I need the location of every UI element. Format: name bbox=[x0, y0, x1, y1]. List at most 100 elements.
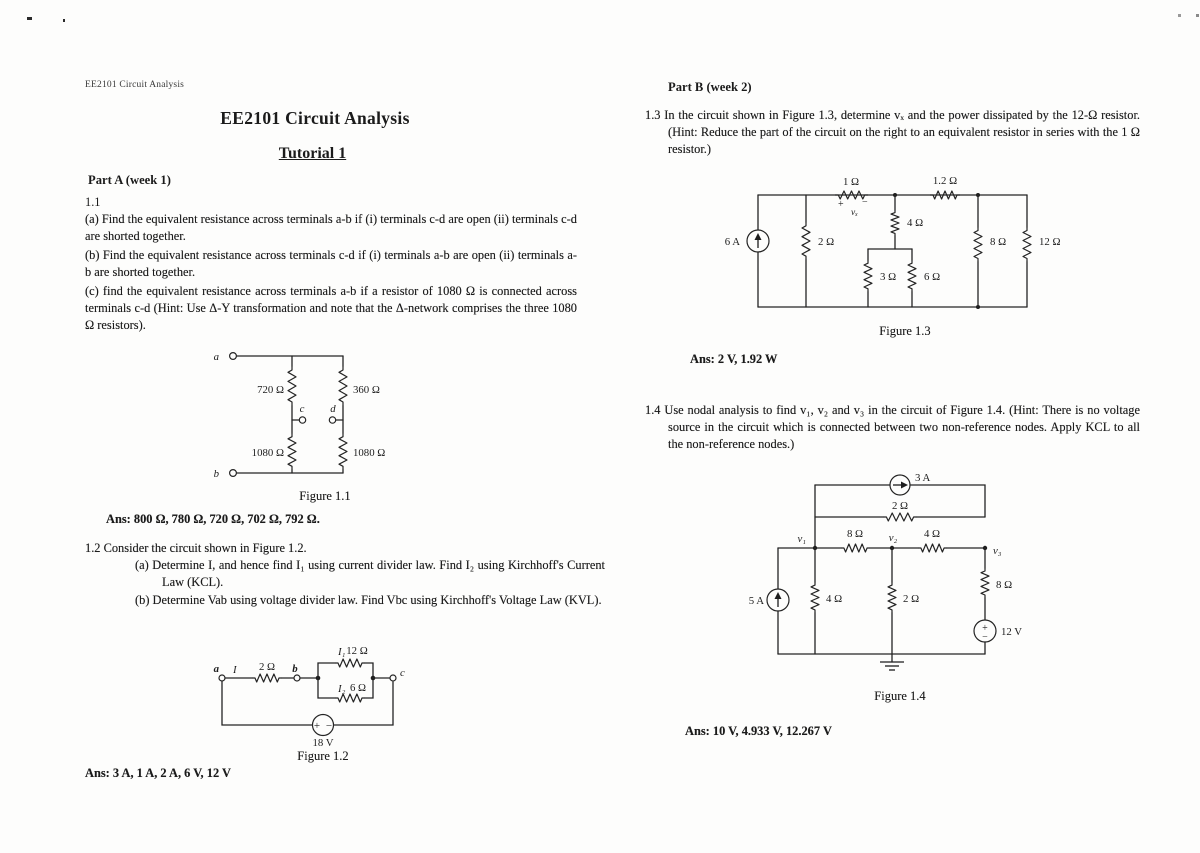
resistor-2 bbox=[801, 222, 811, 260]
terminal-a bbox=[229, 351, 238, 361]
terminal-b bbox=[229, 468, 238, 477]
figure-1-2-circuit: a I 2 Ω b I₁ 12 Ω I₂ 6 Ω c + − 18 V bbox=[214, 645, 405, 749]
fig14-label-v2: v₂ bbox=[889, 532, 898, 544]
minus-sign: − bbox=[982, 632, 988, 643]
resistor-1 bbox=[835, 190, 868, 200]
fig13-label-vx: vₓ bbox=[851, 208, 858, 218]
figure-1-4-caption: Figure 1.4 bbox=[874, 689, 926, 703]
fig12-label-6: 6 Ω bbox=[350, 682, 366, 694]
question-1-2-lead: 1.2 Consider the circuit shown in Figure… bbox=[85, 541, 307, 555]
fig11-label-1080-left: 1080 Ω bbox=[252, 447, 284, 459]
fig14-label-5a: 5 A bbox=[749, 595, 765, 607]
fig11-label-360: 360 Ω bbox=[353, 384, 380, 396]
question-1-1b: (b) Find the equivalent resistance acros… bbox=[85, 248, 577, 279]
fig11-label-c: c bbox=[300, 403, 305, 415]
resistor-6 bbox=[335, 693, 365, 703]
terminal-c bbox=[389, 674, 397, 682]
fig12-label-i1: I₁ bbox=[337, 646, 346, 658]
fig13-label-4: 4 Ω bbox=[907, 217, 923, 229]
fig12-label-i2: I₂ bbox=[337, 683, 346, 695]
question-1-1-number: 1.1 bbox=[85, 195, 101, 209]
figure-1-3-caption: Figure 1.3 bbox=[879, 324, 931, 338]
fig13-label-8: 8 Ω bbox=[990, 236, 1006, 248]
resistor-4-v bbox=[810, 582, 820, 613]
resistor-2-top bbox=[883, 512, 917, 522]
voltage-source-18v bbox=[311, 713, 335, 737]
fig13-label-6a: 6 A bbox=[725, 236, 741, 248]
fig14-label-v3: v₃ bbox=[993, 545, 1002, 557]
fig14-label-v1: v₁ bbox=[797, 533, 806, 545]
fig12-label-c: c bbox=[400, 667, 405, 679]
question-1-1c: (c) find the equivalent resistance acros… bbox=[85, 284, 577, 332]
resistor-720 bbox=[287, 366, 297, 406]
terminal-b bbox=[293, 674, 301, 682]
page-title: EE2101 Circuit Analysis bbox=[220, 108, 410, 128]
figure-1-1-circuit: a b c 720 Ω 1080 Ω d 360 Ω 1080 Ω bbox=[214, 351, 386, 480]
resistor-1-2 bbox=[930, 190, 960, 200]
fig13-label-3: 3 Ω bbox=[880, 271, 896, 283]
fig13-label-6: 6 Ω bbox=[924, 271, 940, 283]
minus-sign: − bbox=[326, 720, 332, 732]
figure-1-3-circuit: 6 A 2 Ω 1 Ω + vₓ − 4 Ω 3 Ω 6 Ω 1.2 Ω bbox=[725, 175, 1061, 309]
resistor-8-v bbox=[980, 568, 990, 598]
fig14-label-4v: 4 Ω bbox=[826, 593, 842, 605]
question-1-1a: (a) Find the equivalent resistance acros… bbox=[85, 212, 577, 243]
figure-1-1-caption: Figure 1.1 bbox=[299, 489, 351, 503]
fig14-label-4h: 4 Ω bbox=[924, 528, 940, 540]
vx-minus: − bbox=[862, 197, 868, 208]
fig12-label-18v: 18 V bbox=[312, 737, 333, 749]
fig13-label-12: 12 Ω bbox=[1039, 236, 1061, 248]
answer-1-1: Ans: 800 Ω, 780 Ω, 720 Ω, 702 Ω, 792 Ω. bbox=[106, 512, 320, 526]
answer-1-3: Ans: 2 V, 1.92 W bbox=[690, 352, 778, 366]
question-1-2b: (b) Determine Vab using voltage divider … bbox=[135, 593, 602, 607]
resistor-1080-right bbox=[338, 433, 348, 470]
question-1-4: 1.4 Use nodal analysis to find v₁, v₂ an… bbox=[645, 403, 1140, 451]
question-1-2a: (a) Determine I, and hence find I₁ using… bbox=[135, 558, 605, 589]
answer-1-4: Ans: 10 V, 4.933 V, 12.267 V bbox=[685, 724, 832, 738]
figure-1-2-caption: Figure 1.2 bbox=[297, 749, 349, 763]
fig12-label-12: 12 Ω bbox=[346, 645, 368, 657]
plus-sign: + bbox=[314, 720, 320, 732]
vx-plus: + bbox=[838, 199, 844, 210]
fig11-label-a: a bbox=[214, 351, 219, 363]
fig13-label-1: 1 Ω bbox=[843, 176, 859, 188]
figure-1-4-circuit: 3 A 2 Ω v₁ 8 Ω v₂ 4 Ω v₃ 5 A 4 Ω bbox=[749, 472, 1022, 671]
fig11-label-1080-right: 1080 Ω bbox=[353, 447, 385, 459]
fig14-label-3a: 3 A bbox=[915, 472, 931, 484]
question-1-3: 1.3 In the circuit shown in Figure 1.3, … bbox=[645, 108, 1140, 156]
fig12-label-2: 2 Ω bbox=[259, 661, 275, 673]
fig14-label-12v: 12 V bbox=[1001, 626, 1022, 638]
scan-speck bbox=[63, 19, 65, 22]
fig13-label-1-2: 1.2 Ω bbox=[933, 175, 957, 187]
resistor-2-v bbox=[887, 582, 897, 613]
resistor-2 bbox=[252, 673, 282, 683]
resistor-360 bbox=[338, 366, 348, 406]
scan-speck bbox=[27, 17, 32, 20]
fig14-label-8v: 8 Ω bbox=[996, 579, 1012, 591]
resistor-8-h bbox=[841, 543, 870, 553]
resistor-12 bbox=[1022, 227, 1032, 262]
terminal-a bbox=[218, 674, 226, 682]
running-header: EE2101 Circuit Analysis bbox=[85, 80, 185, 90]
fig11-label-d: d bbox=[330, 403, 336, 415]
resistor-8 bbox=[973, 227, 983, 262]
part-a-heading: Part A (week 1) bbox=[88, 173, 171, 187]
fig12-label-b: b bbox=[292, 663, 298, 675]
resistor-1080-left bbox=[287, 433, 297, 470]
resistor-3 bbox=[863, 260, 873, 292]
scan-speck bbox=[1178, 14, 1181, 17]
fig14-label-2v: 2 Ω bbox=[903, 593, 919, 605]
resistor-4-h bbox=[918, 543, 947, 553]
terminal-d bbox=[328, 416, 337, 424]
fig12-label-a: a bbox=[214, 663, 220, 675]
fig14-label-2-top: 2 Ω bbox=[892, 500, 908, 512]
answer-1-2: Ans: 3 A, 1 A, 2 A, 6 V, 12 V bbox=[85, 766, 231, 780]
resistor-12 bbox=[335, 658, 365, 668]
part-b-heading: Part B (week 2) bbox=[668, 80, 752, 94]
resistor-6 bbox=[907, 260, 917, 292]
fig11-label-b: b bbox=[214, 468, 220, 480]
fig13-label-2: 2 Ω bbox=[818, 236, 834, 248]
terminal-c bbox=[298, 416, 307, 424]
page-subtitle: Tutorial 1 bbox=[278, 145, 347, 162]
